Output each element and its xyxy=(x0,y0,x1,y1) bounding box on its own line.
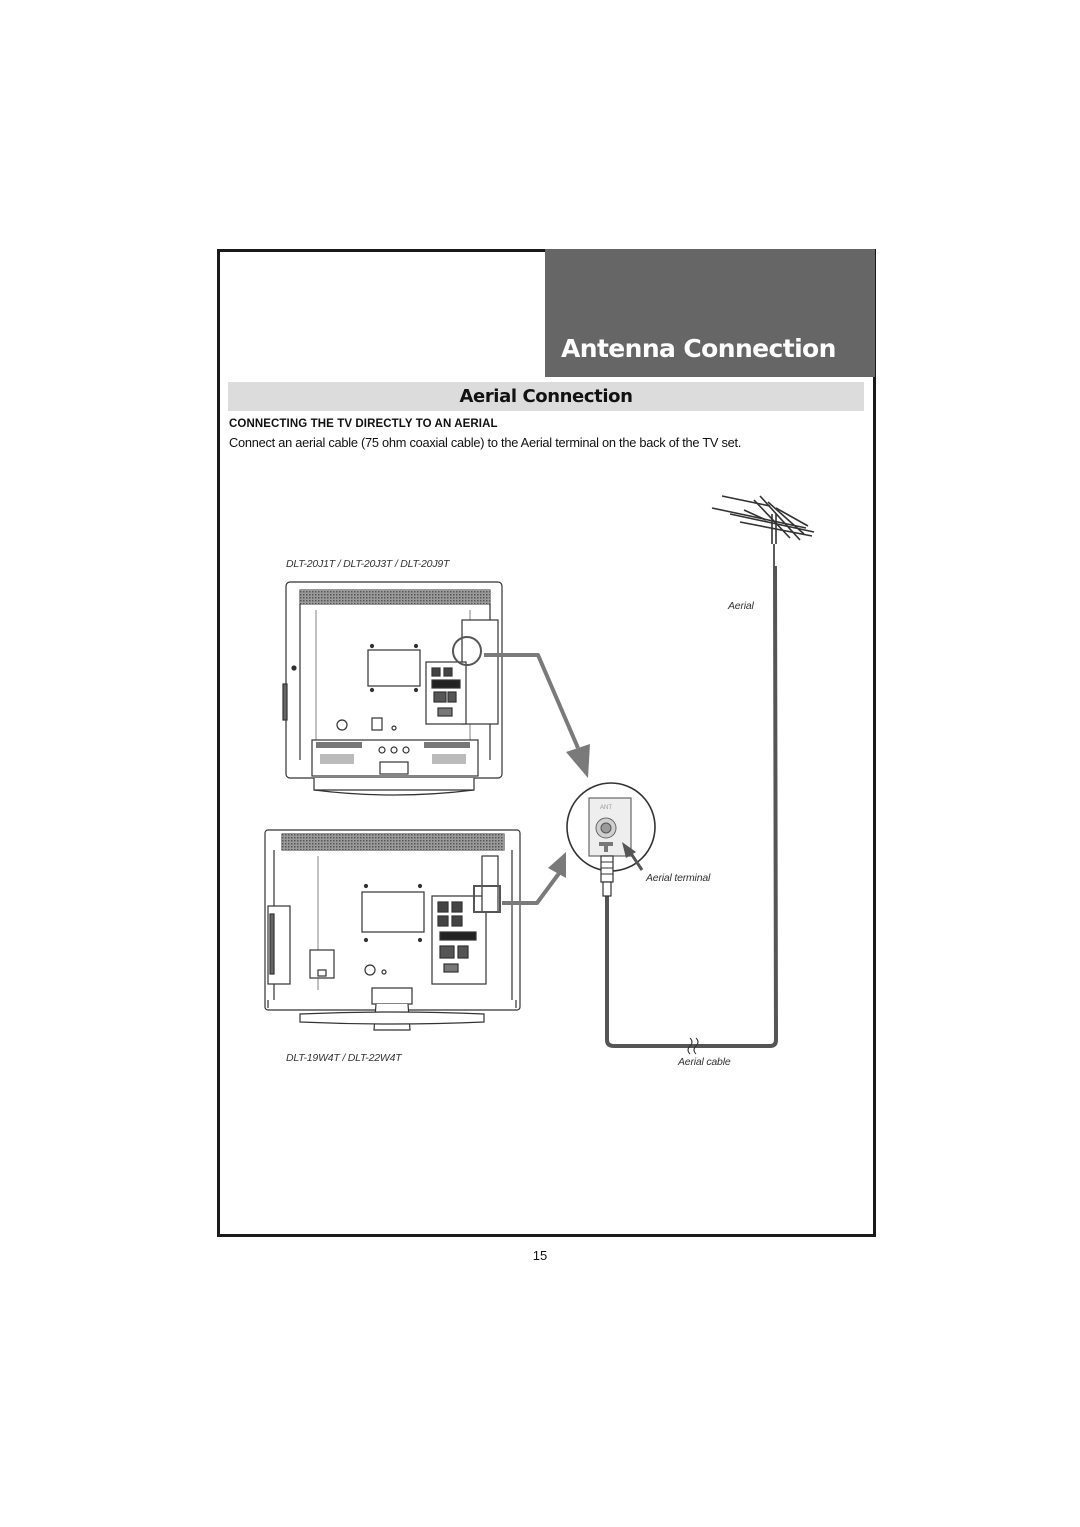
page-title: Antenna Connection xyxy=(561,334,836,363)
subheading: CONNECTING THE TV DIRECTLY TO AN AERIAL xyxy=(229,418,498,430)
instruction-text: Connect an aerial cable (75 ohm coaxial … xyxy=(229,435,742,450)
connection-arrows xyxy=(484,653,590,905)
title-banner xyxy=(545,249,875,377)
tv-rear-bottom-illustration xyxy=(264,829,521,1031)
section-bar: Aerial Connection xyxy=(228,382,864,411)
aerial-terminal-closeup xyxy=(566,782,656,897)
section-title: Aerial Connection xyxy=(459,386,633,407)
model-label-top: DLT-20J1T / DLT-20J3T / DLT-20J9T xyxy=(286,558,450,570)
page-number: 15 xyxy=(532,1248,548,1263)
aerial-cable-label: Aerial cable xyxy=(678,1056,731,1068)
aerial-terminal-label: Aerial terminal xyxy=(646,872,711,884)
aerial-antenna-illustration xyxy=(711,495,815,566)
aerial-cable xyxy=(605,565,778,1055)
aerial-label: Aerial xyxy=(728,600,754,612)
tv-rear-top-illustration xyxy=(282,581,503,796)
terminal-badge-text: ANT xyxy=(600,805,612,811)
model-label-bottom: DLT-19W4T / DLT-22W4T xyxy=(286,1052,402,1064)
